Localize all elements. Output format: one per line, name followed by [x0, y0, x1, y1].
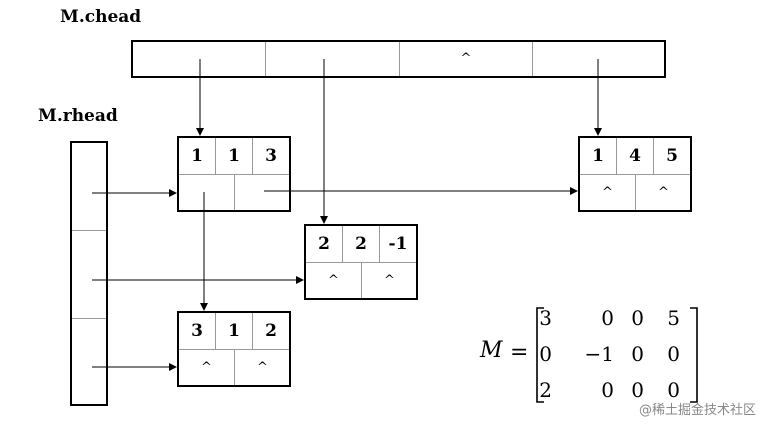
- node-down: ^: [179, 350, 235, 385]
- rhead-cell: [72, 231, 106, 319]
- node-right: ^: [257, 360, 268, 375]
- node-3-1: 3 1 2 ^ ^: [177, 311, 291, 387]
- node-down: ^: [580, 175, 636, 210]
- node-value: 5: [666, 146, 678, 166]
- matrix-cell: 0: [631, 306, 644, 330]
- matrix-left-bracket: [536, 307, 544, 403]
- node-2-2: 2 2 -1 ^ ^: [304, 224, 418, 300]
- matrix-cell: 0: [631, 342, 644, 366]
- matrix-cell: 0: [601, 306, 614, 330]
- chead-label: M.chead: [60, 7, 142, 27]
- rhead-cell: [72, 143, 106, 231]
- matrix-equation: M = 3 0 0 5 0 −1 0 0 2 0 0 0: [480, 300, 720, 412]
- node-1-4: 1 4 5 ^ ^: [578, 136, 692, 212]
- chead-cell: [133, 42, 266, 76]
- matrix-cell: 0: [631, 378, 644, 402]
- node-row: 1: [179, 138, 216, 174]
- matrix-cell: −1: [584, 342, 614, 366]
- chead-cell: ^: [400, 42, 533, 76]
- matrix-cell: 0: [601, 378, 614, 402]
- node-value: 3: [265, 146, 277, 166]
- node-right: ^: [384, 273, 395, 288]
- chead-cell: [266, 42, 400, 76]
- node-col: 1: [216, 313, 253, 349]
- node-col: 2: [343, 226, 380, 262]
- node-down: [179, 175, 235, 210]
- matrix-cell: 0: [667, 342, 680, 366]
- node-value: 2: [265, 321, 277, 341]
- node-row: 3: [179, 313, 216, 349]
- matrix-cell: 3: [539, 306, 552, 330]
- node-right: ^: [658, 185, 669, 200]
- matrix-cell: 5: [667, 306, 680, 330]
- node-down: ^: [306, 263, 362, 298]
- rhead-array: [70, 141, 108, 406]
- node-value: -1: [388, 234, 408, 254]
- matrix-cell: 0: [667, 378, 680, 402]
- watermark: @稀土掘金技术社区: [638, 403, 756, 418]
- node-col: 1: [216, 138, 253, 174]
- node-row: 1: [580, 138, 617, 174]
- matrix-right-bracket: [690, 307, 698, 403]
- matrix-cell: 0: [539, 342, 552, 366]
- node-row: 2: [306, 226, 343, 262]
- matrix-cell: 2: [539, 378, 552, 402]
- equals-sign: =: [510, 340, 529, 365]
- chead-array: ^: [131, 40, 666, 78]
- node-col: 4: [617, 138, 654, 174]
- matrix-symbol: M: [480, 338, 503, 363]
- node-1-1: 1 1 3: [177, 136, 291, 212]
- rhead-label: M.rhead: [38, 106, 118, 126]
